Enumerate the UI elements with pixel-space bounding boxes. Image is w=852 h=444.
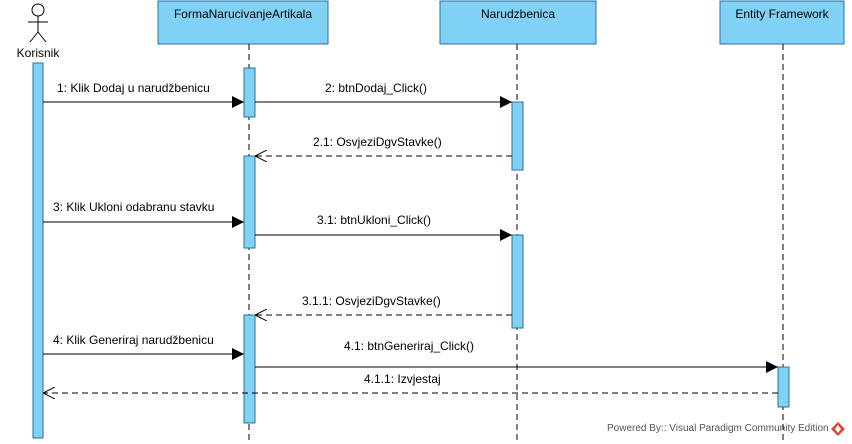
message-7[interactable]: 4: Klik Generiraj narudžbenicu (43, 333, 244, 360)
activation-forma-2[interactable] (243, 155, 256, 249)
lifeline-title-ef: Entity Framework (735, 7, 829, 21)
activation-forma-3[interactable] (243, 314, 256, 424)
lifeline-title-narudzbenica: Narudzbenica (481, 7, 555, 21)
message-label: 1: Klik Dodaj u narudžbenicu (57, 81, 210, 95)
message-5[interactable]: 3.1: btnUkloni_Click() (255, 213, 512, 241)
actor-icon (28, 3, 48, 43)
lifeline-header-ef[interactable]: Entity Framework (719, 0, 845, 45)
actor-korisnik[interactable]: Korisnik (17, 3, 61, 60)
lifeline-header-forma[interactable]: FormaNarucivanjeArtikala (157, 0, 329, 45)
activation-narudzbenica-2[interactable] (511, 234, 524, 329)
watermark-text: Powered By:: Visual Paradigm Community E… (607, 423, 829, 434)
message-label: 3.1: btnUkloni_Click() (317, 213, 431, 227)
activation-ef[interactable] (777, 366, 790, 408)
message-label: 4: Klik Generiraj narudžbenicu (53, 333, 214, 347)
activation-korisnik[interactable] (32, 62, 44, 439)
message-label: 3: Klik Ukloni odabranu stavku (53, 200, 214, 214)
lifeline-title-forma: FormaNarucivanjeArtikala (174, 7, 312, 21)
message-label: 2: btnDodaj_Click() (325, 81, 427, 95)
message-8[interactable]: 4.1: btnGeneriraj_Click() (255, 339, 778, 373)
lifeline-header-narudzbenica[interactable]: Narudzbenica (439, 0, 597, 45)
message-6[interactable]: 3.1.1: OsvjeziDgvStavke() (255, 294, 512, 315)
message-9[interactable]: 4.1.1: Izvjestaj (43, 372, 778, 393)
activation-forma-1[interactable] (243, 67, 256, 118)
watermark: Powered By:: Visual Paradigm Community E… (607, 422, 845, 436)
message-label: 4.1: btnGeneriraj_Click() (344, 339, 474, 353)
message-4[interactable]: 3: Klik Ukloni odabranu stavku (43, 200, 244, 228)
message-label: 4.1.1: Izvjestaj (364, 372, 441, 386)
message-label: 3.1.1: OsvjeziDgvStavke() (302, 294, 441, 308)
actor-name: Korisnik (17, 46, 61, 60)
activation-narudzbenica-1[interactable] (511, 101, 524, 171)
message-2[interactable]: 2: btnDodaj_Click() (255, 81, 512, 108)
visual-paradigm-logo-icon (831, 422, 845, 436)
message-3[interactable]: 2.1: OsvjeziDgvStavke() (255, 135, 512, 156)
message-label: 2.1: OsvjeziDgvStavke() (313, 135, 442, 149)
message-1[interactable]: 1: Klik Dodaj u narudžbenicu (43, 81, 244, 108)
